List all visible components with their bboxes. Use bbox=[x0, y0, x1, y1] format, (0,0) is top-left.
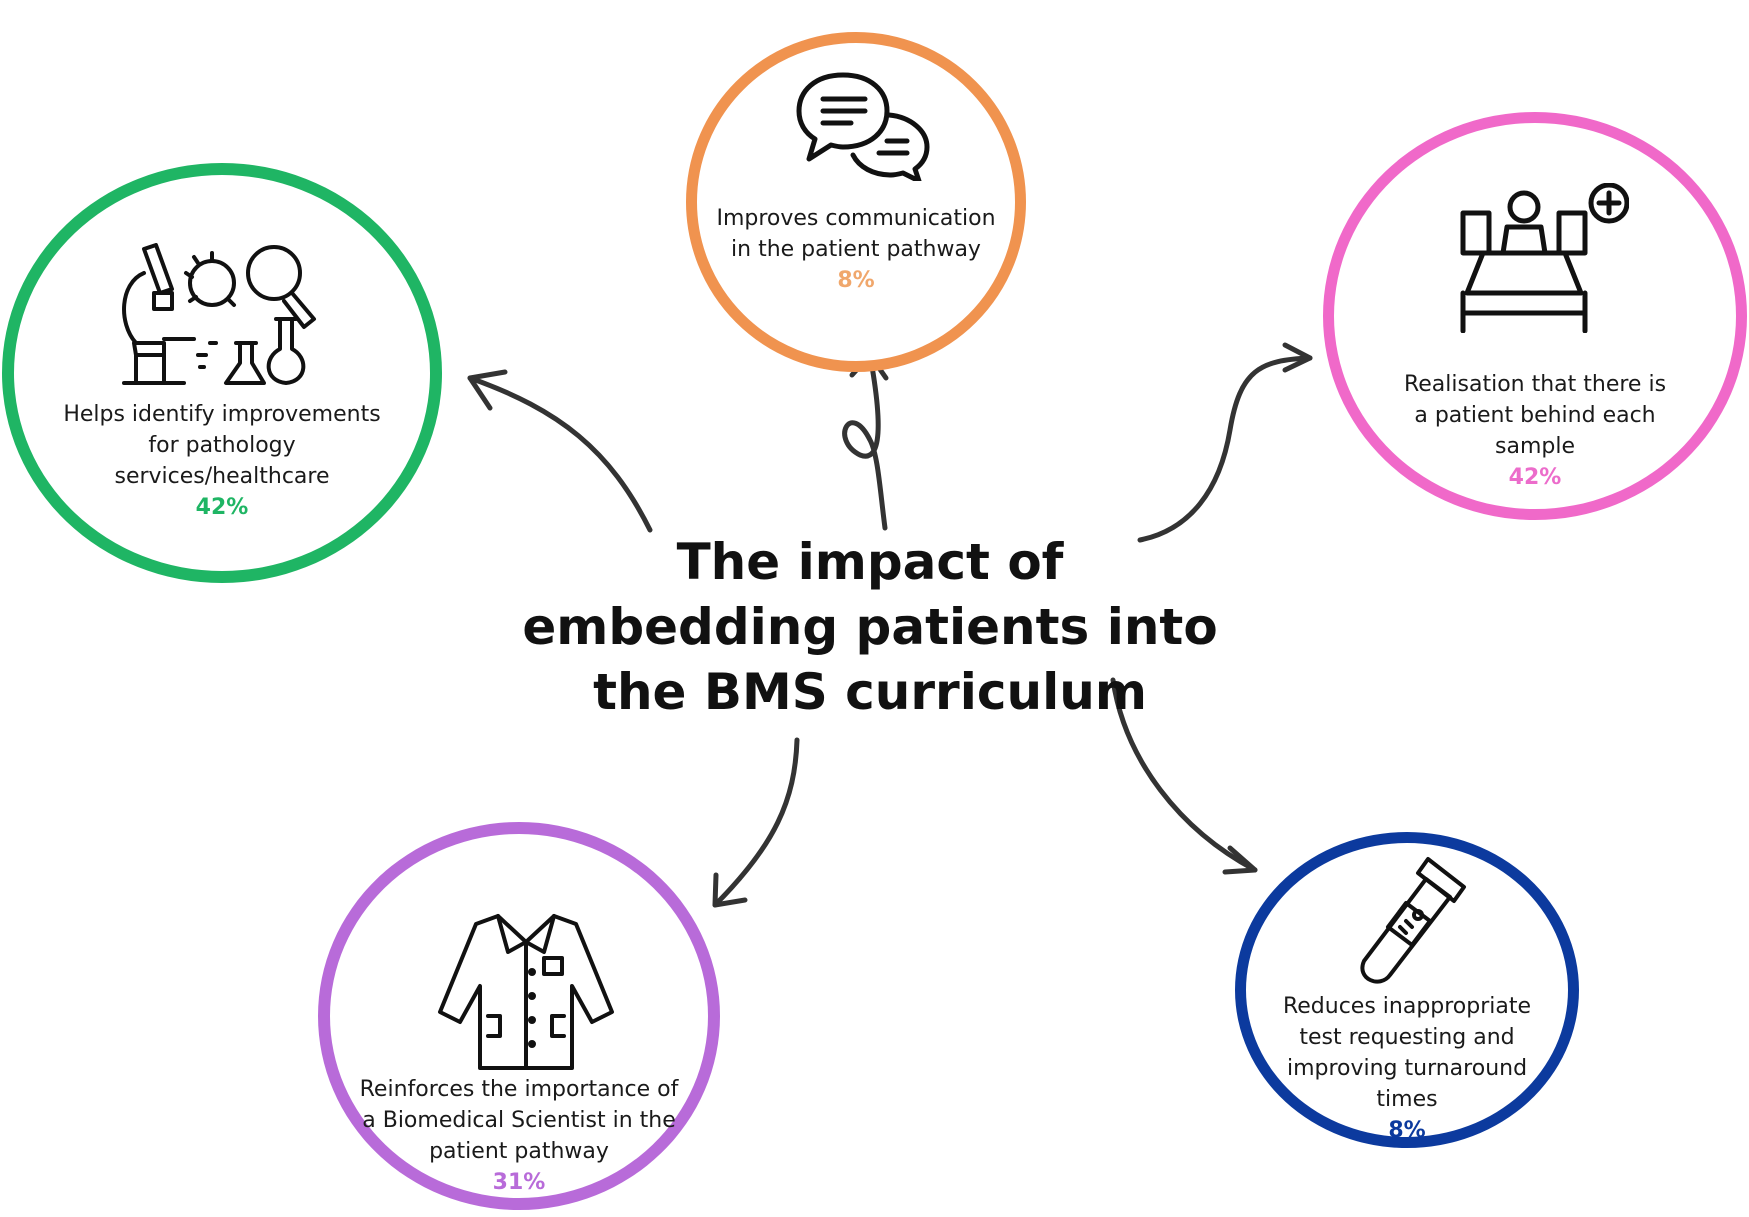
lab-coat-icon bbox=[436, 912, 616, 1072]
test-tube-icon bbox=[1350, 853, 1470, 993]
importance-line-3: patient pathway bbox=[429, 1139, 609, 1164]
importance-percent: 31% bbox=[492, 1170, 546, 1195]
realisation-line-2: a patient behind each bbox=[1414, 403, 1656, 428]
requesting-line-1: Reduces inappropriate bbox=[1282, 994, 1532, 1019]
improvements-percent: 42% bbox=[195, 495, 249, 520]
node-communication: Improves communication in the patient pa… bbox=[686, 32, 1026, 372]
communication-line-1: Improves communication bbox=[716, 206, 996, 231]
realisation-line-3: sample bbox=[1495, 434, 1575, 459]
node-importance: Reinforces the importance of a Biomedica… bbox=[318, 822, 720, 1210]
diagram-title: The impact of embedding patients into th… bbox=[522, 533, 1218, 721]
realisation-percent: 42% bbox=[1508, 465, 1562, 490]
communication-line-2: in the patient pathway bbox=[731, 237, 981, 262]
arrow-to-improvements bbox=[467, 369, 653, 533]
requesting-line-3: improving turnaround bbox=[1286, 1056, 1528, 1081]
importance-line-1: Reinforces the importance of bbox=[359, 1077, 679, 1102]
improvements-line-3: services/healthcare bbox=[114, 464, 330, 489]
requesting-line-4: times bbox=[1376, 1087, 1438, 1112]
node-realisation: Realisation that there is a patient behi… bbox=[1323, 112, 1747, 520]
chat-bubbles-icon bbox=[795, 71, 935, 181]
importance-line-2: a Biomedical Scientist in the bbox=[362, 1108, 676, 1133]
patient-bed-icon bbox=[1459, 183, 1629, 333]
arrow-to-importance bbox=[712, 737, 800, 908]
node-improvements: Helps identify improvements for patholog… bbox=[2, 163, 442, 583]
realisation-line-1: Realisation that there is bbox=[1403, 372, 1667, 397]
node-requesting: Reduces inappropriate test requesting an… bbox=[1235, 832, 1579, 1148]
arrow-to-realisation bbox=[1137, 342, 1313, 543]
improvements-line-2: for pathology bbox=[148, 433, 296, 458]
communication-percent: 8% bbox=[837, 268, 875, 293]
laboratory-icon bbox=[114, 243, 344, 388]
improvements-line-1: Helps identify improvements bbox=[63, 402, 381, 427]
requesting-percent: 8% bbox=[1388, 1118, 1426, 1143]
arrow-to-requesting bbox=[1110, 677, 1258, 875]
arrow-to-communication bbox=[842, 352, 889, 531]
requesting-line-2: test requesting and bbox=[1299, 1025, 1515, 1050]
